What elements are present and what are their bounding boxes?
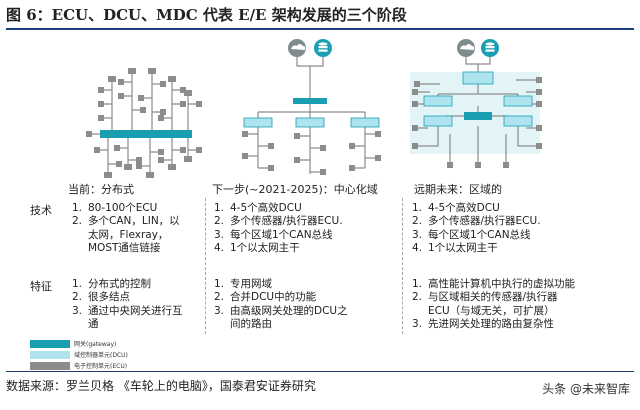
feature-item: 1.高性能计算机中执行的虚拟功能 — [412, 278, 575, 290]
tech-item: 1.80-100个ECU — [72, 202, 158, 214]
tech-item: 2.多个CAN，LIN，以 太网，Flexray， MOST通信链接 — [72, 215, 180, 255]
tech-list-distributed: 1.80-100个ECU 2.多个CAN，LIN，以 太网，Flexray， M… — [72, 202, 200, 256]
legend-swatch — [30, 361, 70, 370]
tech-item: 4.1个以太网主干 — [412, 242, 498, 255]
legend-swatch — [30, 339, 70, 348]
diagram-distributed — [86, 68, 202, 178]
feature-item: 3.由高级网关处理的DCU之 间的路由 — [214, 304, 348, 331]
tech-item: 1.4-5个高效DCU — [412, 202, 500, 214]
gateway-bar — [100, 130, 192, 138]
feature-list-centralized: 1.专用网域 2.合并DCU中的功能 3.由高级网关处理的DCU之 间的路由 — [214, 278, 400, 332]
feature-item: 2.很多结点 — [72, 291, 130, 304]
diagram-zonal — [410, 39, 542, 168]
tech-item: 4.1个以太网主干 — [214, 242, 300, 255]
title-rule — [6, 28, 634, 30]
architecture-diagram — [86, 39, 542, 178]
watermark: 头条 @未来智库 — [542, 380, 630, 397]
tech-item: 1.4-5个高效DCU — [214, 202, 302, 214]
cloud-icon — [288, 39, 306, 57]
stage-label-zonal: 远期未来：区域的 — [414, 183, 502, 196]
column-separator — [205, 198, 206, 334]
dcu-node — [350, 117, 380, 128]
cloud-icon — [457, 39, 475, 57]
gateway-node — [464, 112, 492, 120]
stage-label-centralized: 下一步(~2021-2025)：中心化域 — [212, 183, 378, 196]
watermark-text: 头条 @未来智库 — [542, 382, 630, 396]
ecu-nodes — [412, 77, 542, 168]
figure-title: 图 6：ECU、DCU、MDC 代表 E/E 架构发展的三个阶段 — [6, 6, 407, 24]
feature-item: 1.分布式的控制 — [72, 278, 151, 290]
dcu-node — [243, 117, 273, 128]
footer-rule — [6, 371, 634, 372]
legend-item-dcu: 域控制器单元(DCU) — [30, 350, 134, 359]
row-label-features: 特征 — [30, 280, 52, 293]
feature-item: 3.先进网关处理的路由复杂性 — [412, 318, 554, 331]
tech-item: 3.每个区域1个CAN总线 — [214, 228, 333, 241]
feature-item: 2.合并DCU中的功能 — [214, 291, 317, 304]
gateway-node — [462, 71, 494, 85]
diagram-centralized-domain — [242, 39, 381, 175]
database-icon — [314, 39, 332, 57]
feature-item: 2.与区域相关的传感器/执行器 ECU（与域无关，可扩展） — [412, 291, 558, 317]
column-separator — [402, 198, 403, 334]
stage-label-distributed: 当前：分布式 — [68, 183, 134, 196]
zonal-dcu-node — [503, 115, 533, 127]
database-icon — [481, 39, 499, 57]
legend-item-ecu: 电子控制单元(ECU) — [30, 361, 134, 370]
ecu-nodes — [242, 131, 381, 175]
zonal-dcu-node — [423, 95, 453, 107]
feature-item: 3.通过中央网关进行互 通 — [72, 304, 183, 331]
zonal-dcu-node — [423, 115, 453, 127]
row-label-tech: 技术 — [30, 204, 52, 217]
legend-swatch — [30, 350, 70, 359]
dcu-node — [295, 117, 325, 128]
tech-item: 3.每个区域1个CAN总线 — [412, 228, 531, 241]
feature-item: 1.专用网域 — [214, 278, 272, 290]
legend-item-gateway: 网关(gateway) — [30, 339, 134, 348]
source-note: 数据来源：罗兰贝格 《车轮上的电脑》，国泰君安证券研究 — [6, 379, 316, 393]
feature-list-zonal: 1.高性能计算机中执行的虚拟功能 2.与区域相关的传感器/执行器 ECU（与域无… — [412, 278, 634, 332]
zonal-dcu-node — [503, 95, 533, 107]
tech-list-zonal: 1.4-5个高效DCU 2.多个传感器/执行器ECU. 3.每个区域1个CAN总… — [412, 202, 634, 256]
tech-list-centralized: 1.4-5个高效DCU 2.多个传感器/执行器ECU. 3.每个区域1个CAN总… — [214, 202, 400, 256]
ecu-nodes — [86, 68, 202, 178]
tech-item: 2.多个传感器/执行器ECU. — [412, 215, 541, 228]
legend: 网关(gateway) 域控制器单元(DCU) 电子控制单元(ECU) — [30, 339, 134, 372]
feature-list-distributed: 1.分布式的控制 2.很多结点 3.通过中央网关进行互 通 — [72, 278, 204, 332]
tech-item: 2.多个传感器/执行器ECU. — [214, 215, 343, 228]
gateway-node — [293, 98, 327, 104]
